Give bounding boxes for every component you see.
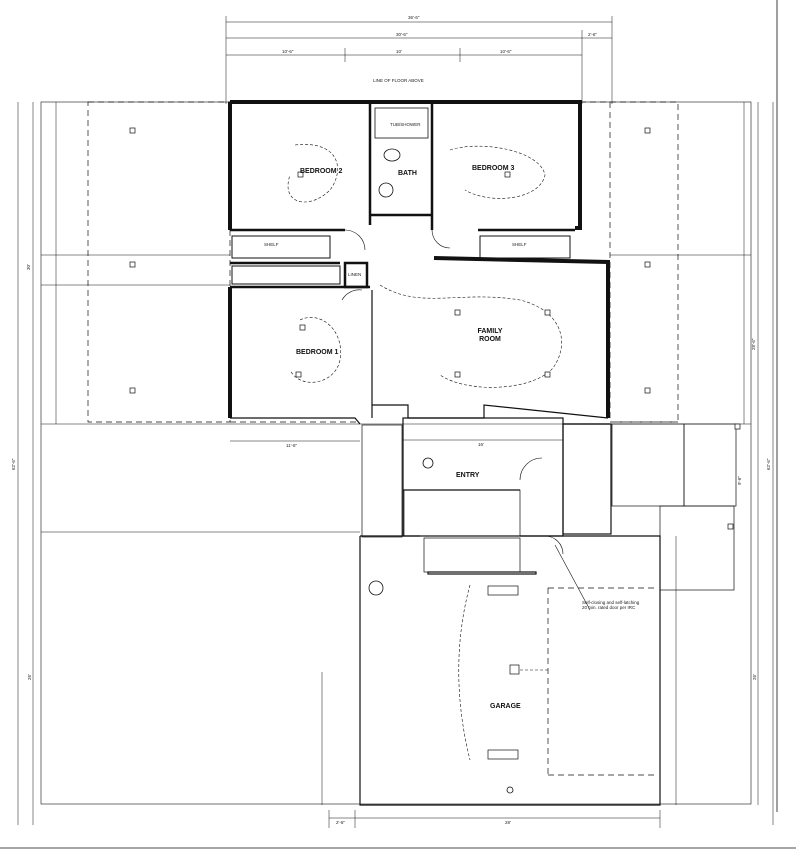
note-shelf: SHELF (512, 242, 527, 247)
wiring (449, 145, 546, 199)
dim-garage-right: 26' (752, 674, 757, 680)
dim-deck-depth: 9'-6" (737, 476, 742, 485)
bathtub (374, 107, 429, 139)
room-label-bedroom-1: BEDROOM 1 (296, 349, 339, 356)
note-linen: LINEN (348, 272, 362, 277)
room-label-family-room: FAMILY ROOM (477, 328, 503, 343)
light-fixture (544, 371, 551, 378)
wiring (289, 317, 341, 383)
toilet (383, 148, 401, 162)
site-outline (40, 101, 752, 805)
light-fixture (295, 371, 302, 378)
dim-bottom-left: 2'-6" (336, 820, 345, 825)
wiring (379, 284, 562, 388)
exterior-wall (230, 100, 582, 230)
deck-fixture (734, 423, 741, 430)
entry-walls (402, 417, 564, 537)
note-floor-above: LINE OF FLOOR ABOVE (373, 78, 424, 83)
dim-upper-right: 2'-6" (588, 32, 597, 37)
dim-right-overall: 62'-6" (766, 458, 771, 470)
door-swing (431, 229, 451, 249)
hose-bib (506, 786, 514, 794)
door-swing (519, 457, 543, 481)
dim-garage-left: 26' (27, 674, 32, 680)
wiring (458, 584, 471, 761)
note-shelf: SHELF (264, 242, 279, 247)
light-fixture (297, 171, 304, 178)
closet (479, 235, 571, 259)
dim-right-mid: 28'-6" (751, 338, 756, 350)
deck (683, 423, 737, 507)
light-fixture (129, 261, 136, 268)
dim-entry-width: 16' (478, 442, 484, 447)
dim-overall-top: 36'-6" (408, 15, 420, 20)
note-tub: TUB/SHOWER (390, 122, 421, 127)
stair (361, 424, 403, 538)
interior-wall (230, 417, 361, 425)
deck-fixture (727, 523, 734, 530)
dim-left-mid: 30' (26, 264, 31, 270)
light-fixture (644, 127, 651, 134)
dim-bottom-garage: 28' (505, 820, 511, 825)
room-label-bath: BATH (398, 170, 417, 177)
room-label-bedroom-2: BEDROOM 2 (300, 168, 343, 175)
dim-seg-mid: 10' (396, 49, 402, 54)
dim-upper-span: 30'-6" (396, 32, 408, 37)
garage-ceiling-fixture (368, 580, 384, 596)
room-label-garage: GARAGE (490, 703, 521, 710)
linen-closet (343, 261, 369, 289)
garage-opener (509, 664, 520, 675)
light-fixture (487, 585, 519, 596)
stair (403, 489, 521, 537)
entry-light (422, 457, 434, 469)
note-leader (554, 544, 591, 611)
closet (231, 235, 331, 259)
light-fixture (299, 324, 306, 331)
light-fixture (644, 387, 651, 394)
sink (378, 182, 394, 198)
light-fixture (129, 127, 136, 134)
light-fixture (454, 371, 461, 378)
exterior-wall (433, 256, 610, 418)
dim-bedroom1-width: 11'-6" (286, 443, 298, 448)
floor-above-left (87, 101, 231, 423)
door-swing (341, 289, 363, 301)
garage-wall (359, 535, 661, 806)
dim-left-overall: 62'-6" (11, 458, 16, 470)
light-fixture (544, 309, 551, 316)
floor-above-right (609, 101, 679, 423)
room-label-entry: ENTRY (456, 472, 480, 479)
wiring (287, 144, 338, 203)
closet (231, 265, 341, 285)
exterior-stair (611, 423, 685, 507)
stair (423, 537, 521, 573)
door-swing (344, 229, 366, 251)
side-landing (562, 423, 612, 535)
exterior-stair (659, 505, 735, 591)
light-fixture (644, 261, 651, 268)
door-swing (544, 535, 564, 555)
note-garage-door: Self-closing and self-latching 20 min. r… (582, 600, 640, 610)
light-fixture (129, 387, 136, 394)
interior-wall (372, 404, 609, 419)
light-fixture (504, 171, 511, 178)
dim-seg-left: 10'-6" (282, 49, 294, 54)
light-fixture (454, 309, 461, 316)
light-fixture (487, 749, 519, 760)
dim-seg-right: 10'-6" (500, 49, 512, 54)
room-label-bedroom-3: BEDROOM 3 (472, 165, 515, 172)
